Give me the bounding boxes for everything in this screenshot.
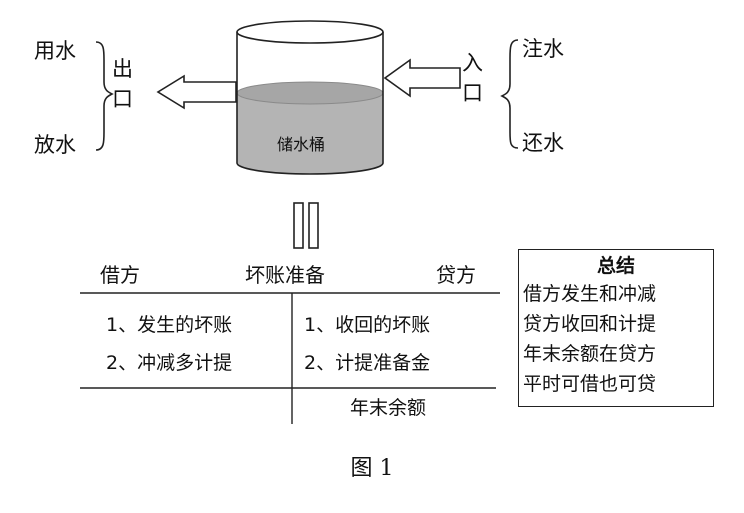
outlet-label-top: 出 <box>112 57 133 81</box>
credit-entry: 1、收回的坏账 <box>304 314 430 336</box>
bucket-bottom <box>236 162 384 175</box>
inlet-brace <box>500 39 519 149</box>
equivalence-bar-left <box>293 202 304 249</box>
equivalence-bar-right <box>308 202 319 249</box>
summary-line: 平时可借也可贷 <box>523 373 657 395</box>
summary-line: 年末余额在贷方 <box>523 343 657 365</box>
summary-line: 贷方收回和计提 <box>523 313 657 335</box>
bucket-label: 储水桶 <box>277 135 325 154</box>
debit-entry: 1、发生的坏账 <box>106 314 232 336</box>
inlet-item-fill-water: 注水 <box>522 37 564 61</box>
outlet-item-drain-water: 放水 <box>34 133 76 157</box>
bucket-rim <box>236 20 384 44</box>
figure-caption: 图 1 <box>350 456 394 481</box>
t-account: 借方 坏账准备 贷方 1、发生的坏账 2、冲减多计提 1、收回的坏账 2、计提准… <box>80 263 500 424</box>
bucket-water-surface <box>236 81 384 105</box>
credit-entry: 2、计提准备金 <box>304 352 430 374</box>
inlet-label-bottom: 口 <box>462 81 483 105</box>
outlet-arrow <box>156 74 237 110</box>
outlet-label-bottom: 口 <box>112 87 133 111</box>
bucket-water-body <box>237 93 383 174</box>
outlet-item-use-water: 用水 <box>34 39 76 63</box>
outlet-brace <box>95 41 114 151</box>
t-account-balance-label: 年末余额 <box>350 397 426 419</box>
inlet-item-return-water: 还水 <box>522 131 564 155</box>
t-account-credit-header: 贷方 <box>436 263 476 287</box>
debit-entry: 2、冲减多计提 <box>106 352 232 374</box>
summary-line: 借方发生和冲减 <box>523 283 657 305</box>
t-account-name: 坏账准备 <box>245 263 325 287</box>
summary-box: 总结 借方发生和冲减 贷方收回和计提 年末余额在贷方 平时可借也可贷 <box>518 249 714 407</box>
summary-title: 总结 <box>596 255 635 277</box>
inlet-arrow <box>383 58 461 98</box>
inlet-label-top: 入 <box>462 51 483 75</box>
t-account-debit-header: 借方 <box>100 263 140 287</box>
water-bucket: 储水桶 <box>236 20 384 175</box>
